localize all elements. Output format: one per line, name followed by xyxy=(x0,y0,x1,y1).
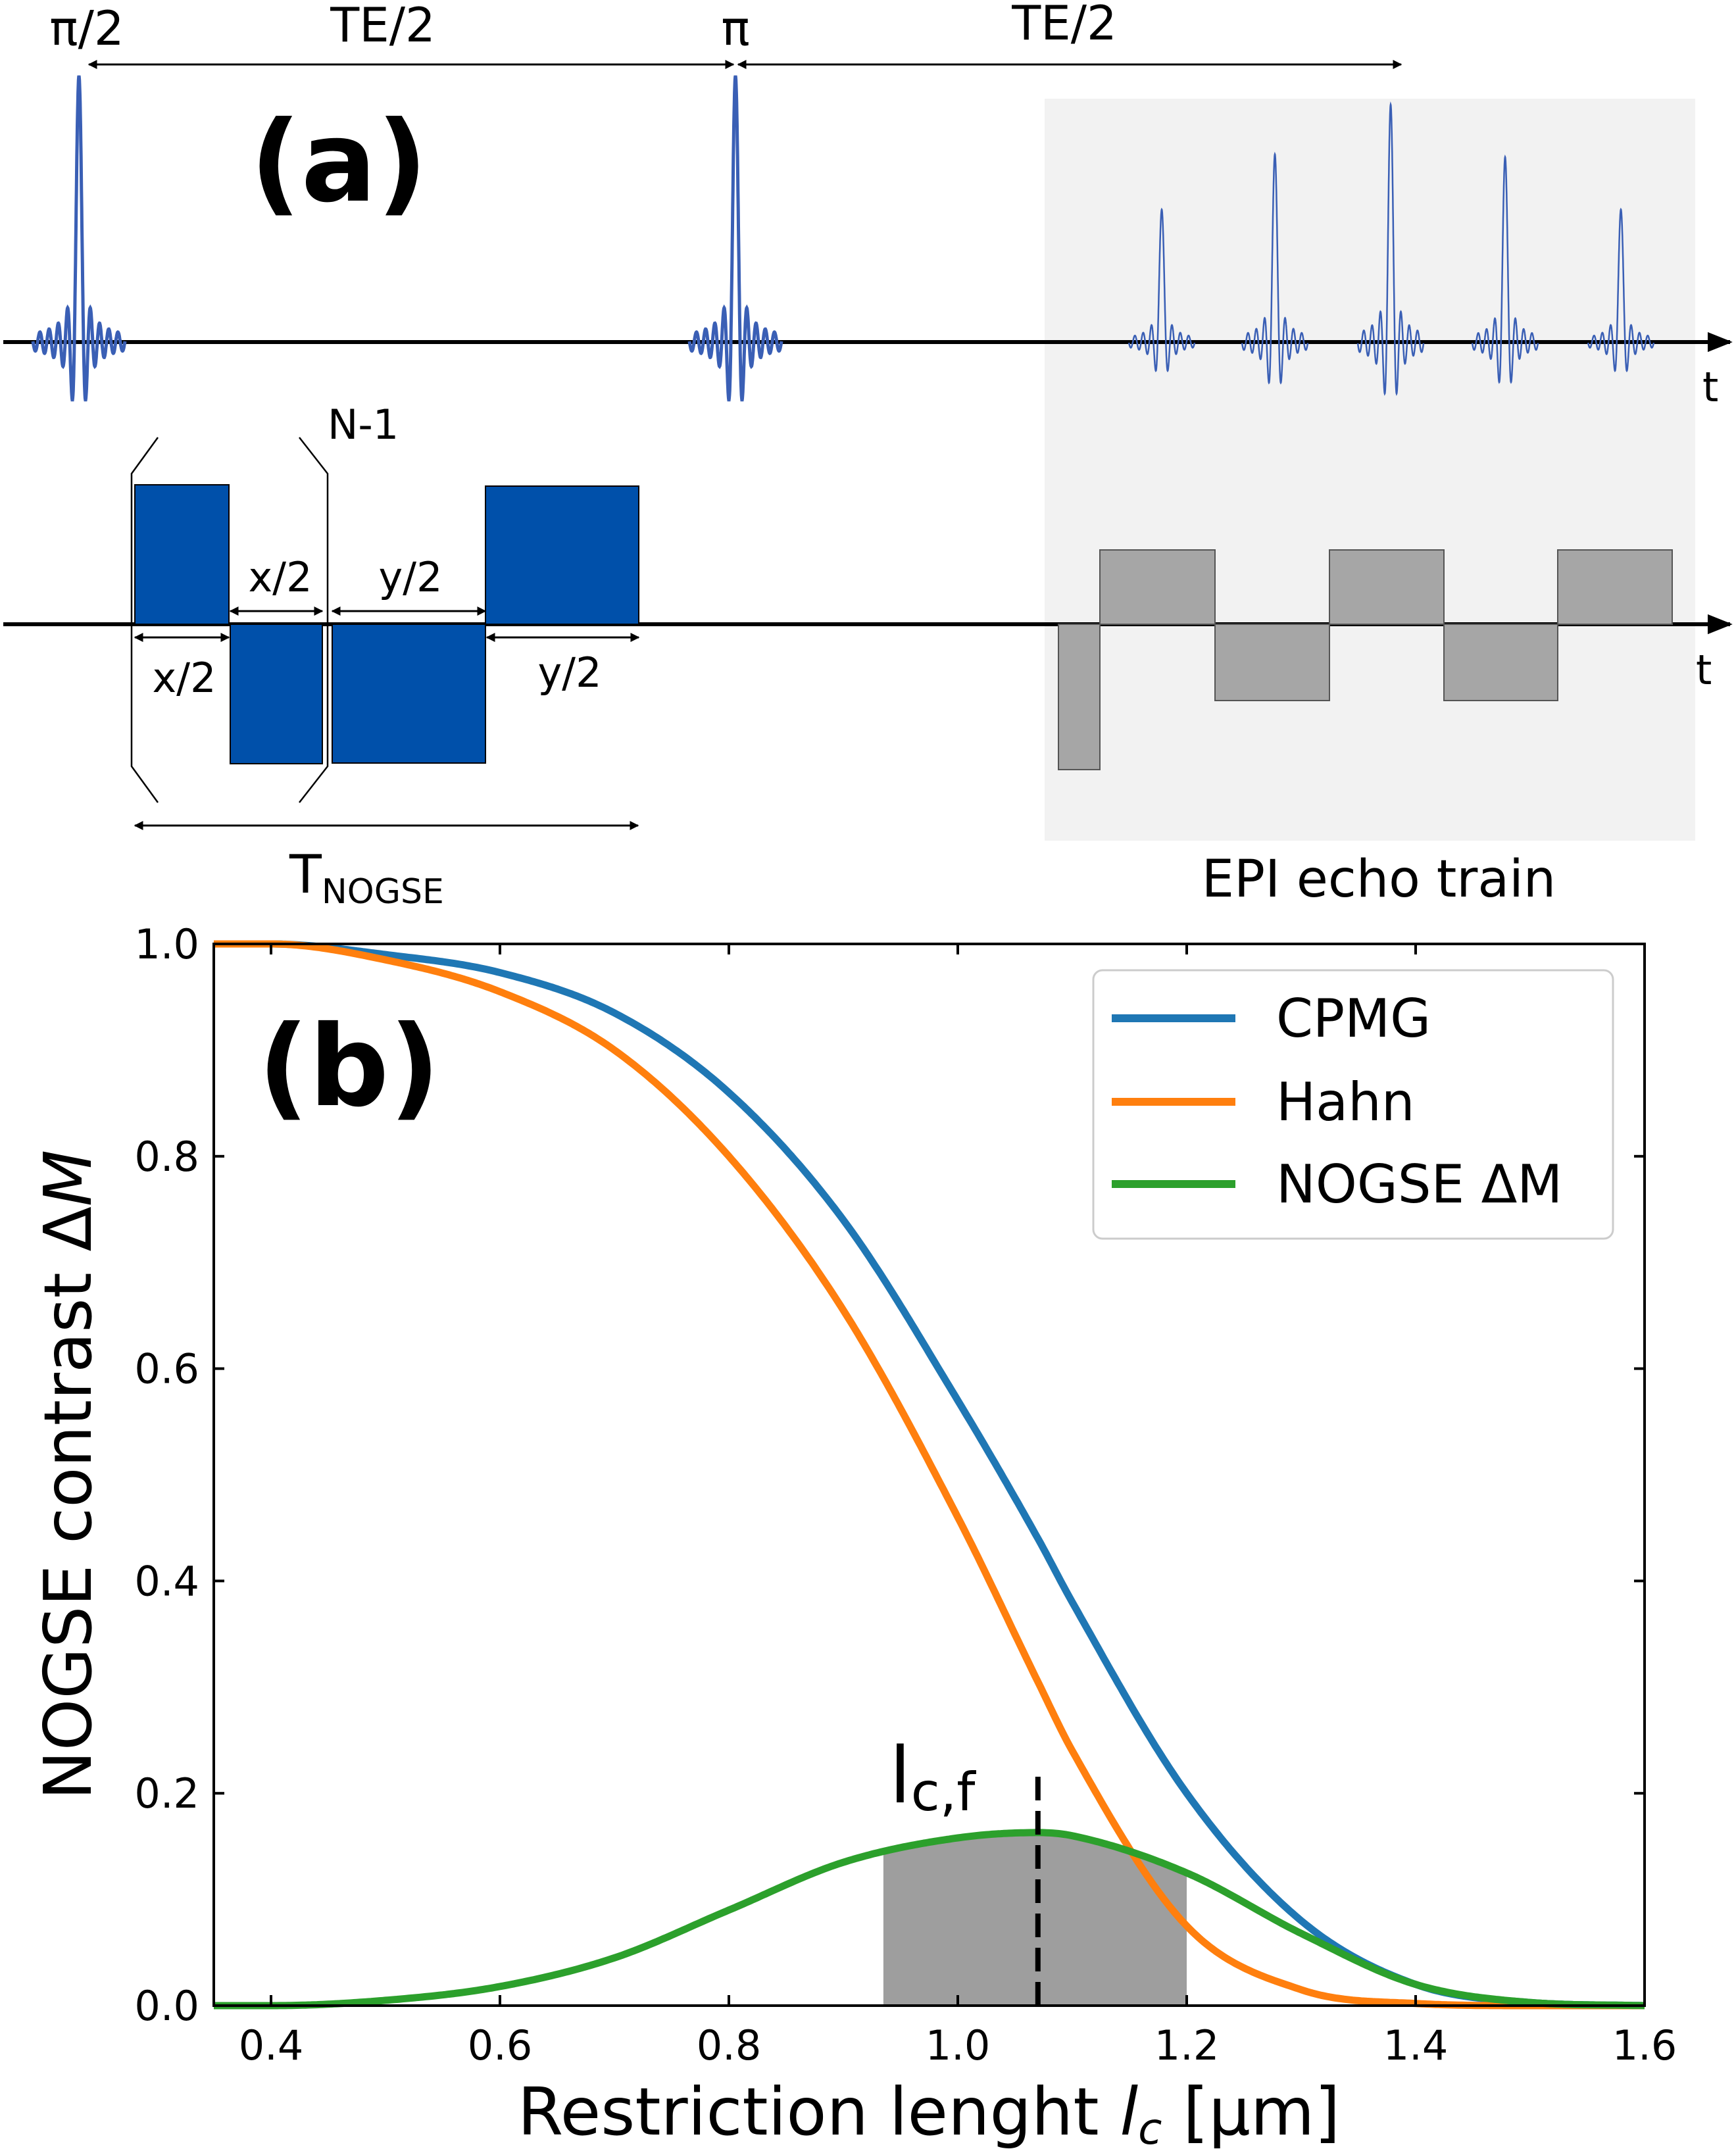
epi-echo xyxy=(1128,207,1196,372)
y-tick-label: 0.4 xyxy=(134,1557,199,1605)
curves xyxy=(212,940,1646,2010)
panel-a-label: (a) xyxy=(250,97,428,228)
legend-box xyxy=(1092,969,1614,1240)
te-half-label-1: TE/2 xyxy=(330,0,435,53)
x-tick-label: 1.0 xyxy=(926,2021,991,2069)
rf-time-axis-label: t xyxy=(1702,363,1718,411)
x-tick-label: 0.8 xyxy=(697,2021,762,2069)
t-nogse-label: TNOGSE xyxy=(289,844,444,912)
epi-prephaser-gradient xyxy=(1058,624,1101,770)
epi-echo-train-label: EPI echo train xyxy=(1202,850,1556,909)
y-half-label-top: y/2 xyxy=(378,553,442,601)
gradient-time-axis-label: t xyxy=(1696,646,1712,694)
x-tick-label: 0.6 xyxy=(468,2021,533,2069)
gradient-lobe-x-negative xyxy=(230,624,323,764)
nogse-curve xyxy=(212,1829,1646,2010)
pi-half-label: π/2 xyxy=(49,1,124,56)
axis-ticks: 0.4 0.6 0.8 1.0 1.2 1.4 1.6 0.0 0.2 0.4 0.6 0.8 1.0 xyxy=(134,920,1677,2069)
rf-refocusing-pulse xyxy=(687,75,783,402)
y-tick-label: 0.0 xyxy=(134,1982,199,2030)
rf-excitation-pulse xyxy=(31,75,127,402)
epi-background xyxy=(1045,99,1695,841)
te-half-label-2: TE/2 xyxy=(1011,0,1117,51)
repeat-bracket-right xyxy=(299,437,329,803)
repeat-label: N-1 xyxy=(328,401,399,449)
y-tick-label: 0.8 xyxy=(134,1133,199,1181)
legend: CPMG Hahn NOGSE ΔM xyxy=(1092,969,1614,1240)
epi-readout-gradient xyxy=(1329,549,1445,625)
plot-frame xyxy=(212,943,1646,2007)
epi-echo xyxy=(1471,154,1539,384)
epi-readout-gradient xyxy=(1557,549,1673,625)
y-tick-label: 0.6 xyxy=(134,1345,199,1393)
epi-echo xyxy=(1241,151,1309,385)
y-tick-label: 1.0 xyxy=(134,920,199,968)
gradient-lobe-x-positive xyxy=(134,484,230,625)
epi-readout-gradient xyxy=(1214,624,1330,701)
x-tick-label: 1.6 xyxy=(1612,2021,1677,2069)
x-tick-label: 1.4 xyxy=(1383,2021,1449,2069)
panel-b-label: (b) xyxy=(258,1002,440,1132)
epi-echo xyxy=(1587,207,1655,372)
legend-label-hahn: Hahn xyxy=(1276,1072,1415,1133)
y-half-label-bottom: y/2 xyxy=(537,649,601,697)
pi-label: π xyxy=(721,1,749,56)
y-axis-title: NOGSE contrast ΔM xyxy=(30,1150,107,1800)
x-half-label-top: x/2 xyxy=(248,553,312,601)
gradient-lobe-y-positive xyxy=(485,485,639,625)
epi-readout-gradient xyxy=(1443,624,1558,701)
legend-label-nogse: NOGSE ΔM xyxy=(1276,1154,1562,1215)
panel-a: (a) t π/2 TE/2 π TE/2 t N-1 x/2 y/2 x/ xyxy=(3,0,1733,912)
gradient-lobe-y-negative xyxy=(332,624,486,764)
x-tick-label: 1.2 xyxy=(1154,2021,1220,2069)
y-tick-label: 0.2 xyxy=(134,1769,199,1817)
x-tick-label: 0.4 xyxy=(239,2021,304,2069)
legend-label-cpmg: CPMG xyxy=(1276,988,1431,1049)
x-axis-title: Restriction lenght lc [μm] xyxy=(518,2073,1341,2151)
repeat-bracket-left xyxy=(130,437,159,803)
epi-echoes xyxy=(1128,101,1655,397)
epi-readout-gradient xyxy=(1099,549,1216,625)
hahn-curve xyxy=(212,940,1646,2010)
x-half-label-bottom: x/2 xyxy=(152,654,216,702)
epi-echo xyxy=(1356,101,1425,397)
shaded-region xyxy=(883,1832,1187,2006)
lcf-label: lc,f xyxy=(889,1730,976,1823)
